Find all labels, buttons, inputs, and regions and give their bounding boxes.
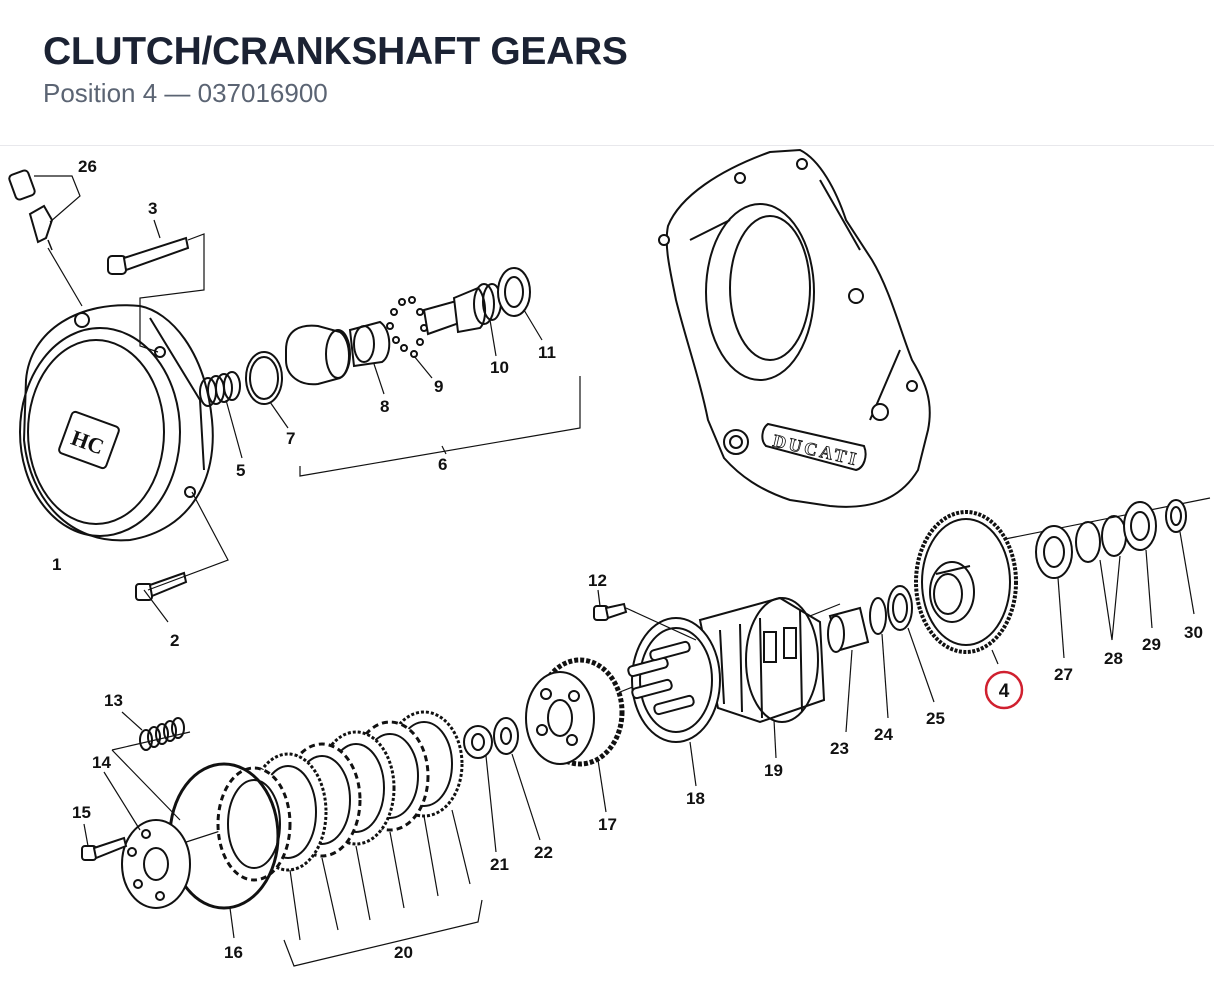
label-19[interactable]: 19: [764, 761, 783, 780]
part-11-seal[interactable]: [497, 267, 543, 341]
part-2-bolt[interactable]: [135, 491, 229, 623]
part-28-shims[interactable]: [1075, 515, 1127, 641]
part-13-spring[interactable]: [111, 711, 191, 751]
label-14[interactable]: 14: [92, 753, 111, 772]
part-6-bracket: [299, 376, 581, 477]
part-15-bolt[interactable]: [81, 823, 128, 861]
label-21[interactable]: 21: [490, 855, 509, 874]
label-3[interactable]: 3: [148, 199, 157, 218]
part-10-shaft[interactable]: [422, 283, 502, 357]
part-7-circlip[interactable]: [245, 351, 289, 429]
part-20-clutch-plates[interactable]: [216, 710, 483, 967]
label-15[interactable]: 15: [72, 803, 91, 822]
part-labels: 1 2 3 5 6 7 8 9 10 11 12 13 14 15 16 17 …: [52, 157, 1203, 962]
part-14-spring-plate[interactable]: [103, 749, 191, 909]
label-2[interactable]: 2: [170, 631, 179, 650]
label-18[interactable]: 18: [686, 789, 705, 808]
part-12-bolt[interactable]: [593, 589, 697, 641]
part-18-pressure-plate[interactable]: [627, 617, 721, 787]
part-26-fittings[interactable]: [8, 169, 83, 307]
label-28[interactable]: 28: [1104, 649, 1123, 668]
part-4-primary-gear[interactable]: [914, 510, 1018, 665]
highlight-marker-4[interactable]: 4: [984, 670, 1024, 710]
part-23-spacer[interactable]: [827, 606, 870, 733]
part-30-washer[interactable]: [1165, 499, 1195, 615]
part-25-ring[interactable]: [887, 585, 935, 703]
part-19-clutch-basket[interactable]: [698, 596, 826, 759]
label-29[interactable]: 29: [1142, 635, 1161, 654]
page-subtitle: Position 4 — 037016900: [43, 78, 328, 108]
label-25[interactable]: 25: [926, 709, 945, 728]
label-10[interactable]: 10: [490, 358, 509, 377]
label-6[interactable]: 6: [438, 455, 447, 474]
part-21-nut[interactable]: [463, 725, 497, 853]
part-24-ring[interactable]: [869, 597, 889, 719]
part-27-bearing[interactable]: [1035, 525, 1073, 659]
label-12[interactable]: 12: [588, 571, 607, 590]
label-27[interactable]: 27: [1054, 665, 1073, 684]
crankcase-cover: DUCATI: [658, 148, 931, 508]
label-11[interactable]: 11: [538, 343, 556, 362]
label-9[interactable]: 9: [434, 377, 443, 396]
label-26[interactable]: 26: [78, 157, 97, 176]
label-16[interactable]: 16: [224, 943, 243, 962]
part-8-piston[interactable]: [285, 320, 391, 395]
label-17[interactable]: 17: [598, 815, 617, 834]
label-20[interactable]: 20: [394, 943, 413, 962]
label-13[interactable]: 13: [104, 691, 123, 710]
part-17-clutch-hub[interactable]: [525, 657, 625, 813]
part-22-washer[interactable]: [493, 717, 541, 841]
page-title: CLUTCH/CRANKSHAFT GEARS: [43, 30, 628, 73]
part-5-spring[interactable]: [199, 371, 243, 459]
label-23[interactable]: 23: [830, 739, 849, 758]
header: CLUTCH/CRANKSHAFT GEARS Position 4 — 037…: [0, 0, 1214, 146]
label-7[interactable]: 7: [286, 429, 295, 448]
label-5[interactable]: 5: [236, 461, 245, 480]
label-1[interactable]: 1: [52, 555, 61, 574]
part-9-balls[interactable]: [386, 296, 433, 379]
label-22[interactable]: 22: [534, 843, 553, 862]
label-24[interactable]: 24: [874, 725, 893, 744]
part-29-bearing[interactable]: [1123, 501, 1157, 629]
part-1-clutch-cover[interactable]: HC: [19, 304, 214, 542]
label-30[interactable]: 30: [1184, 623, 1203, 642]
part-3-bolt[interactable]: [107, 219, 205, 353]
label-4[interactable]: 4: [999, 681, 1010, 702]
label-8[interactable]: 8: [380, 397, 389, 416]
